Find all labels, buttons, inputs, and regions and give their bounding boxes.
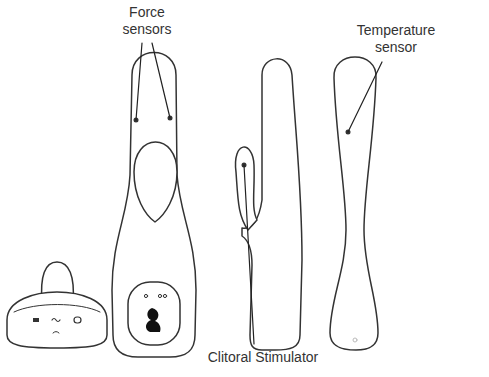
part-label: Temperature sensor	[350, 22, 442, 56]
charging-base	[7, 262, 107, 348]
part-label: Force sensors	[112, 4, 182, 38]
part-label: Clitoral Stimulator	[188, 349, 338, 366]
back-view	[330, 57, 378, 350]
leader-lines	[136, 43, 382, 344]
side-view	[235, 59, 302, 350]
front-view	[112, 53, 196, 358]
